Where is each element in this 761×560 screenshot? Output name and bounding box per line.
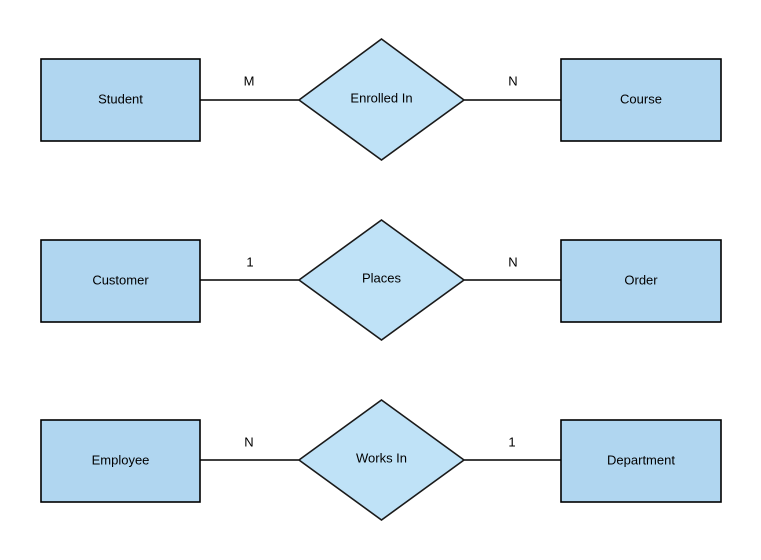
cardinality-label-right-3: 1 (508, 434, 515, 449)
entity-label-student: Student (98, 91, 143, 106)
cardinality-label-right-2: N (508, 254, 517, 269)
relationship-label-works-in: Works In (356, 450, 407, 465)
cardinality-label-left-2: 1 (246, 254, 253, 269)
cardinality-label-left-1: M (244, 73, 255, 88)
relationship-label-places: Places (362, 270, 402, 285)
entity-label-employee: Employee (92, 452, 150, 467)
relationship-diamond-enrolled-in[interactable] (297, 38, 466, 161)
entity-label-customer: Customer (92, 272, 149, 287)
entity-label-department: Department (607, 452, 675, 467)
entity-box-customer[interactable] (40, 239, 201, 323)
entity-box-order[interactable] (560, 239, 722, 323)
cardinality-label-right-1: N (508, 73, 517, 88)
relationship-row-2: Customer 1 Places N Order (40, 219, 722, 341)
relationship-diamond-works-in[interactable] (297, 399, 466, 521)
entity-box-department[interactable] (560, 419, 722, 503)
cardinality-label-left-3: N (244, 434, 253, 449)
relationship-row-1: Student M Enrolled In N Course (40, 38, 722, 161)
relationship-row-3: Employee N Works In 1 Department (40, 399, 722, 521)
entity-box-course[interactable] (560, 58, 722, 142)
relationship-diamond-places[interactable] (297, 219, 466, 341)
entity-box-employee[interactable] (40, 419, 201, 503)
entity-label-order: Order (624, 272, 658, 287)
relationship-label-enrolled-in: Enrolled In (350, 90, 412, 105)
entity-box-student[interactable] (40, 58, 201, 142)
entity-label-course: Course (620, 91, 662, 106)
